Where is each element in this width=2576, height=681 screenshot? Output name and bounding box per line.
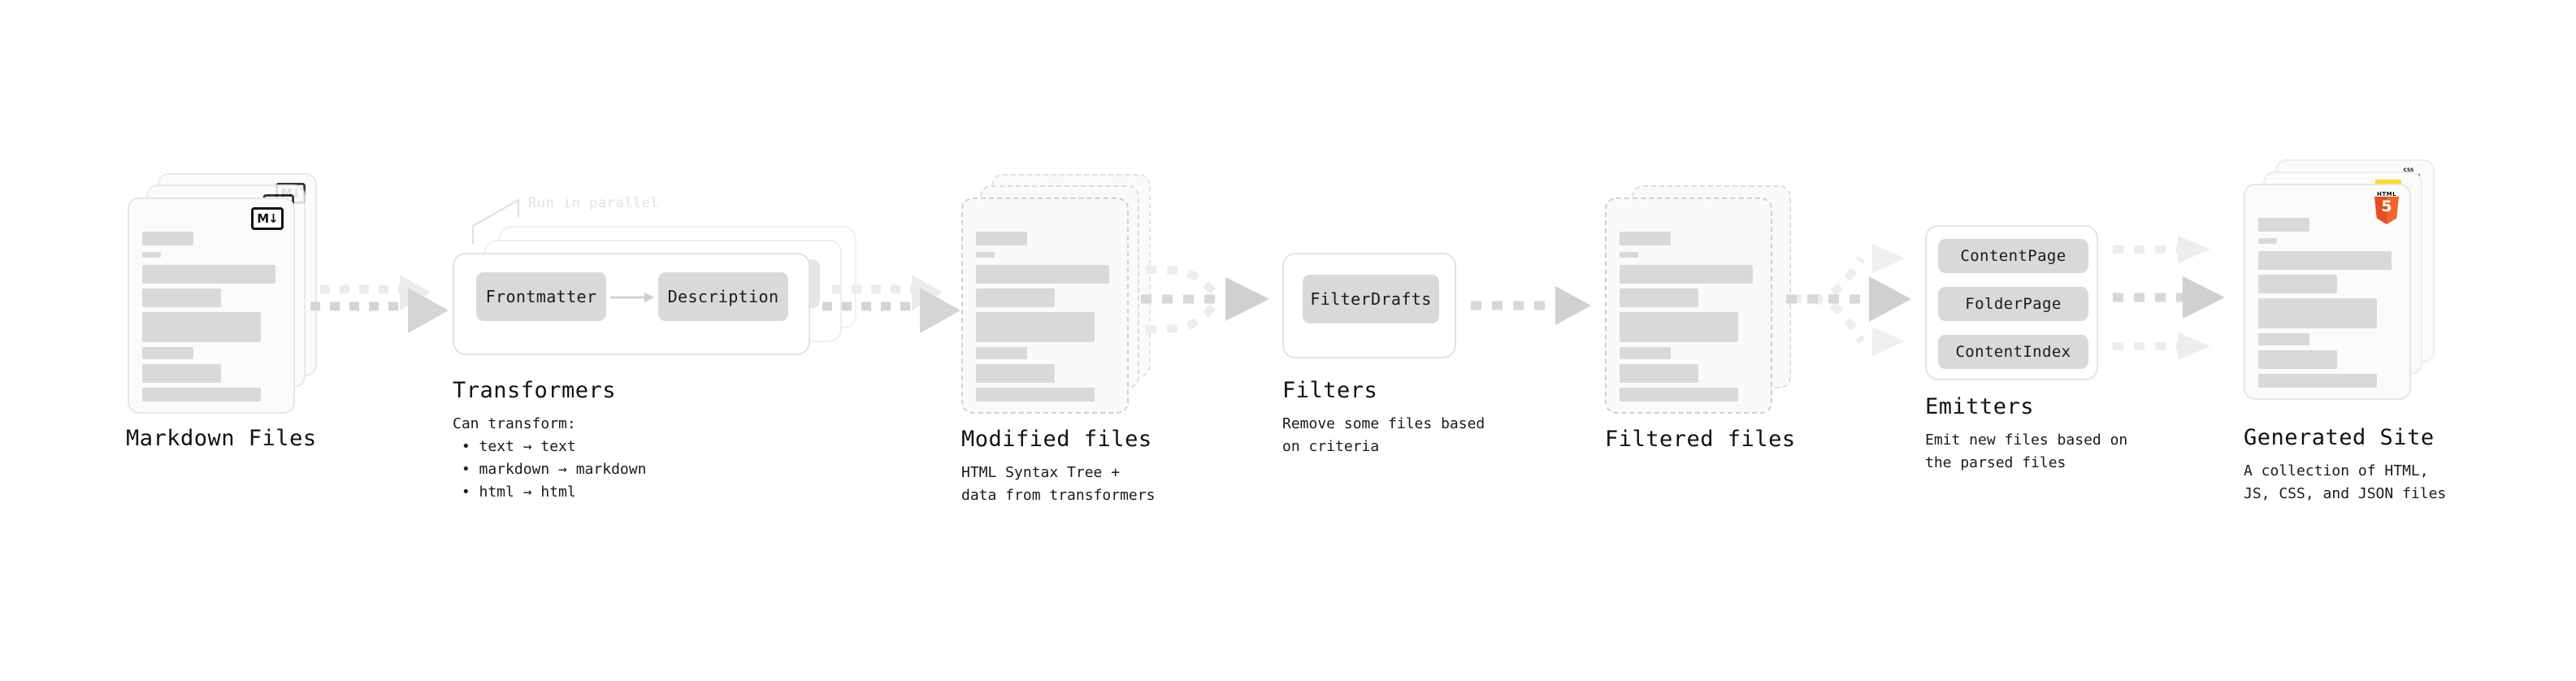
skeleton-line [142,312,261,342]
skeleton-line [1620,265,1753,284]
markdown-badge: M↓ [251,207,284,230]
emitter-chip-folderpage[interactable]: FolderPage [1938,287,2088,321]
skeleton-line [2258,275,2337,293]
stage-title-filtered-files: Filtered files [1605,427,1796,452]
skeleton-line [976,288,1055,307]
skeleton-line [2258,374,2377,388]
transformer-box-front: Frontmatter Description [453,253,810,355]
transformer-chip-description[interactable]: Description [658,272,788,321]
skeleton-line [142,347,193,359]
skeleton-line [976,388,1095,401]
md-badge-letter: M [257,210,269,226]
md-badge-arrow: ↓ [268,210,279,226]
skeleton-line [1620,288,1698,307]
stage-subtitle-transformers: Can transform: • text → text • markdown … [453,415,647,501]
modified-card-front [961,197,1129,414]
skeleton-line [976,232,1027,245]
stage-subtitle-emitters: Emit new files based on the parsed files [1925,432,2128,471]
stage-title-generated-site: Generated Site [2244,425,2435,450]
stage-title-transformers: Transformers [453,378,617,403]
skeleton-line [2258,333,2309,345]
stage-title-markdown-files: Markdown Files [126,426,317,451]
arrow-emitters-to-site [2113,236,2225,360]
arrow-filtered-to-emitters [1786,244,1911,356]
site-card-front: HTML 5 [2244,184,2411,400]
transformer-chip-frontmatter[interactable]: Frontmatter [476,272,606,321]
skeleton-line [976,364,1055,383]
skeleton-line [1620,312,1738,342]
arrow-markdown-to-transformers [310,275,449,333]
skeleton-line [142,252,161,258]
transformer-flow-arrow [610,293,654,302]
emitter-chip-contentpage[interactable]: ContentPage [1938,239,2088,273]
html5-badge-wordmark: HTML [2376,191,2397,197]
skeleton-line [976,347,1027,359]
stage-title-emitters: Emitters [1925,394,2035,419]
skeleton-line [976,312,1095,342]
stage-title-modified-files: Modified files [961,427,1152,452]
html5-badge-number: 5 [2381,197,2392,215]
filters-box: FilterDrafts [1282,253,1456,358]
skeleton-line [1620,232,1671,245]
skeleton-line [976,252,995,258]
filtered-card-front [1605,197,1772,414]
skeleton-line [142,364,221,383]
markdown-card-front: M↓ [128,197,295,414]
stage-subtitle-generated-site: A collection of HTML, JS, CSS, and JSON … [2244,462,2447,502]
skeleton-line [142,232,193,245]
skeleton-line [142,288,221,307]
html5-badge: HTML 5 [2372,191,2401,224]
stage-subtitle-filters: Remove some files based on criteria [1282,415,1485,455]
skeleton-line [2258,350,2337,369]
filter-chip-filterdrafts[interactable]: FilterDrafts [1303,275,1439,323]
skeleton-line [1620,347,1671,359]
skeleton-line [1620,252,1638,258]
skeleton-line [142,388,261,401]
skeleton-line [2258,298,2377,328]
arrow-filters-to-filtered [1471,286,1591,325]
skeleton-line [1620,388,1738,401]
skeleton-line [142,265,275,284]
skeleton-line [1620,364,1698,383]
skeleton-line [2258,238,2277,244]
emitters-box: ContentPage FolderPage ContentIndex [1925,225,2098,380]
css-badge-label: CSS [2403,167,2414,173]
run-in-parallel-label: Run in parallel [528,195,660,211]
emitter-chip-contentindex[interactable]: ContentIndex [1938,335,2088,369]
stage-subtitle-modified-files: HTML Syntax Tree + data from transformer… [961,464,1156,504]
skeleton-line [2258,218,2309,232]
skeleton-line [2258,251,2392,270]
arrow-modified-to-filters [1141,266,1269,333]
stage-title-filters: Filters [1282,378,1378,403]
skeleton-line [976,265,1109,284]
